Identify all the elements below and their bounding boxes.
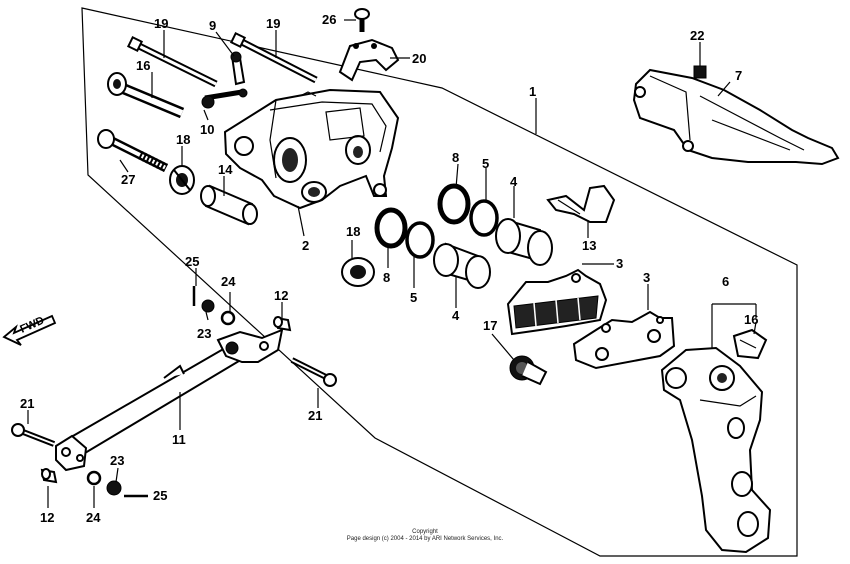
- pin-boot-18-lower: [341, 257, 375, 287]
- piston-4-upper: [495, 218, 553, 266]
- label-9: 9: [209, 18, 216, 33]
- piston-seal-8-upper: [437, 183, 471, 225]
- label-23b: 23: [110, 453, 124, 468]
- label-6: 6: [722, 274, 729, 289]
- label-26: 26: [322, 12, 336, 27]
- pad-spring-bracket-20: [338, 38, 400, 82]
- brake-pad-3-lower: [572, 310, 676, 370]
- washer-24-upper: [220, 310, 236, 326]
- copyright-line-2: Page design (c) 2004 - 2014 by ARI Netwo…: [346, 536, 504, 542]
- bolt-21-right: [290, 357, 337, 387]
- label-4a: 4: [510, 174, 518, 189]
- label-27: 27: [121, 172, 135, 187]
- caliper-bolt-27: [97, 129, 169, 173]
- dust-seal-5-upper: [469, 199, 499, 237]
- label-12b: 12: [40, 510, 54, 525]
- assembly-boundary: [81, 7, 798, 557]
- label-21b: 21: [308, 408, 322, 423]
- label-3a: 3: [616, 256, 623, 271]
- pad-pin-plug-17: [509, 355, 548, 386]
- pin-bolt-19-left: [126, 35, 218, 88]
- label-5a: 5: [482, 156, 489, 171]
- bleeder-valve-9: [230, 51, 246, 86]
- label-20: 20: [412, 51, 426, 66]
- copyright-line-1: Copyright: [412, 529, 438, 535]
- label-3b: 3: [643, 270, 650, 285]
- label-25b: 25: [153, 488, 167, 503]
- pad-spring-13: [546, 184, 616, 223]
- label-16b: 16: [744, 312, 758, 327]
- washer-24-lower: [86, 470, 102, 486]
- label-2: 2: [302, 238, 309, 253]
- caliper-body-2: [223, 88, 400, 210]
- label-10: 10: [200, 122, 214, 137]
- nut-23-upper: [201, 299, 215, 313]
- part-labels: 1 2 3 3 4 4 5 5 6 7 8 8 9 10 11 12 12 13…: [20, 12, 758, 525]
- label-18a: 18: [176, 132, 190, 147]
- caliper-bolt-16: [107, 72, 185, 119]
- pin-boot-18-upper: [169, 165, 195, 195]
- pin-sleeve-14: [200, 184, 258, 226]
- brake-pad-3-upper: [506, 268, 608, 336]
- collar-12-upper: [273, 316, 292, 332]
- nut-23-lower: [106, 480, 122, 496]
- label-24a: 24: [221, 274, 236, 289]
- label-23a: 23: [197, 326, 211, 341]
- retainer-clip-16: [732, 328, 768, 360]
- label-14: 14: [218, 162, 233, 177]
- label-25a: 25: [185, 254, 199, 269]
- collar-12-lower: [40, 468, 58, 484]
- piston-seal-8-lower: [374, 207, 408, 249]
- label-8a: 8: [452, 150, 459, 165]
- label-21a: 21: [20, 396, 34, 411]
- label-4b: 4: [452, 308, 460, 323]
- label-17: 17: [483, 318, 497, 333]
- label-22: 22: [690, 28, 704, 43]
- label-19b: 19: [266, 16, 280, 31]
- label-24b: 24: [86, 510, 101, 525]
- label-12a: 12: [274, 288, 288, 303]
- bolt-21-left: [11, 423, 56, 447]
- label-7: 7: [735, 68, 742, 83]
- label-1: 1: [529, 84, 536, 99]
- label-11: 11: [172, 432, 186, 447]
- bleeder-cap-10: [201, 88, 248, 109]
- label-18b: 18: [346, 224, 360, 239]
- caliper-cover-7: [632, 68, 840, 166]
- label-8b: 8: [383, 270, 390, 285]
- leader-lines: [27, 19, 757, 508]
- label-13: 13: [582, 238, 596, 253]
- piston-4-lower: [433, 242, 491, 289]
- pin-bolt-19-right: [229, 31, 318, 84]
- bolt-26: [354, 8, 370, 32]
- dust-seal-5-lower: [405, 221, 435, 259]
- caliper-bracket-6: [660, 346, 772, 554]
- bolt-22: [693, 65, 707, 79]
- label-5b: 5: [410, 290, 417, 305]
- fwd-arrow-icon: FWD: [2, 315, 57, 346]
- label-19a: 19: [154, 16, 168, 31]
- label-16a: 16: [136, 58, 150, 73]
- torque-rod-11: [55, 328, 284, 472]
